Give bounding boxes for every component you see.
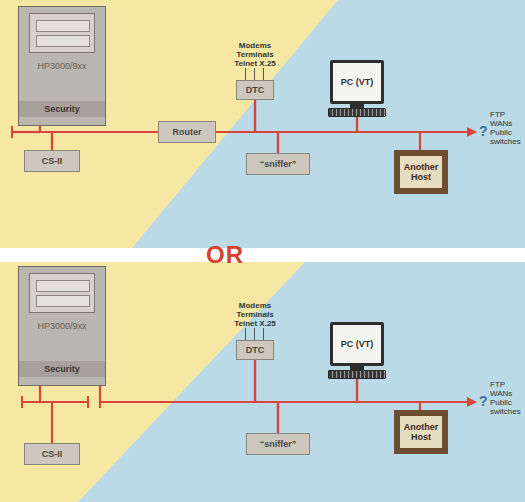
- top-panel-blue: [0, 0, 525, 248]
- model-name: HP3000/9xx: [37, 61, 86, 71]
- annotation-label: OR: [206, 241, 244, 269]
- box-label: “sniffer”: [254, 159, 302, 169]
- box-label: CS-II: [32, 449, 72, 459]
- lan-connector: [40, 386, 52, 443]
- device-box: “sniffer”: [246, 153, 310, 175]
- dtc-unit: Modems Terminals Telnet X.25DTC: [230, 301, 280, 360]
- dtc-box: DTC: [236, 340, 275, 360]
- box-label: DTC: [246, 85, 265, 95]
- box-label: Router: [166, 127, 208, 137]
- host-computer: HP3000/9xxSecurity: [18, 266, 106, 386]
- host-label: Another Host: [402, 422, 440, 442]
- annotation-label: ?: [479, 393, 488, 409]
- device-box: Router: [158, 121, 216, 143]
- annotation-label: FTP WANs Public switches: [490, 380, 522, 416]
- lan-terminator: [21, 396, 23, 408]
- box-label: DTC: [246, 345, 265, 355]
- top-panel-yellow: [0, 0, 338, 248]
- pc-terminal: PC (VT): [328, 60, 386, 117]
- monitor: PC (VT): [330, 322, 384, 366]
- lan-connector: [278, 379, 357, 433]
- bottom-panel-blue: [0, 262, 525, 502]
- lan-connector: [255, 100, 278, 153]
- pc-terminal: PC (VT): [328, 322, 386, 379]
- lan-connector: [357, 379, 420, 410]
- leader-lines: [243, 68, 267, 80]
- lan-arrowhead: [467, 127, 477, 137]
- lan-wire: [420, 401, 470, 403]
- lan-arrowhead: [467, 397, 477, 407]
- computer-panel: [29, 13, 95, 53]
- lan-connector: [278, 117, 357, 153]
- host-box: Another Host: [394, 150, 448, 194]
- lan-terminator: [87, 396, 89, 408]
- dtc-unit: Modems Terminals Telnet X.25DTC: [230, 41, 280, 100]
- pc-label: PC (VT): [341, 77, 374, 87]
- lan-connector: [40, 126, 52, 150]
- keyboard: [328, 370, 386, 379]
- computer-panel: [29, 273, 95, 313]
- device-box: CS-II: [24, 150, 80, 172]
- leader-lines: [243, 328, 267, 340]
- security-label: Security: [19, 361, 105, 377]
- box-label: CS-II: [32, 156, 72, 166]
- device-box: “sniffer”: [246, 433, 310, 455]
- pc-label: PC (VT): [341, 339, 374, 349]
- panel-slot: [36, 295, 90, 307]
- keyboard: [328, 108, 386, 117]
- lan-terminator: [11, 126, 13, 138]
- box-label: “sniffer”: [254, 439, 302, 449]
- lan-connector: [52, 132, 158, 150]
- port-list: Modems Terminals Telnet X.25: [230, 41, 280, 68]
- panel-slot: [36, 35, 90, 47]
- annotation-label: FTP WANs Public switches: [490, 110, 522, 146]
- lan-wire: [22, 401, 88, 403]
- panel-slot: [36, 20, 90, 32]
- lan-wire: [12, 131, 40, 133]
- lan-connector: [357, 117, 420, 150]
- model-name: HP3000/9xx: [37, 321, 86, 331]
- lan-connector: [100, 360, 255, 402]
- host-box: Another Host: [394, 410, 448, 454]
- lan-connector: [216, 100, 255, 132]
- panel-slot: [36, 280, 90, 292]
- device-box: CS-II: [24, 443, 80, 465]
- host-label: Another Host: [402, 162, 440, 182]
- annotation-label: ?: [479, 123, 488, 139]
- port-list: Modems Terminals Telnet X.25: [230, 301, 280, 328]
- bottom-panel-yellow: [0, 262, 305, 502]
- host-computer: HP3000/9xxSecurity: [18, 6, 106, 126]
- monitor: PC (VT): [330, 60, 384, 104]
- dtc-box: DTC: [236, 80, 275, 100]
- security-label: Security: [19, 101, 105, 117]
- lan-wire: [420, 131, 470, 133]
- lan-connector: [255, 360, 278, 433]
